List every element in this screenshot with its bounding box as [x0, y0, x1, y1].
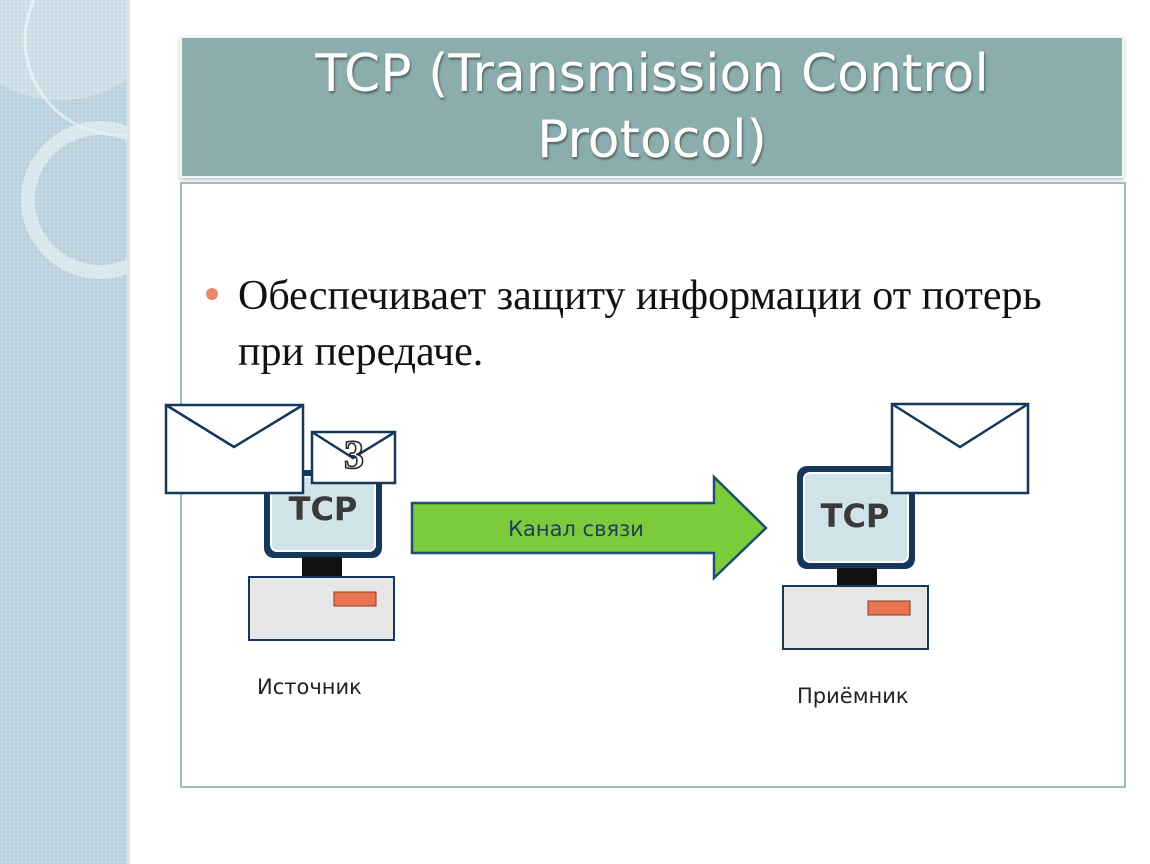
source-monitor-label: TCP [289, 490, 358, 528]
receiver-monitor-stand [837, 568, 877, 586]
source-computer: TCP [248, 470, 395, 641]
slide-title: TCP (Transmission Control Protocol) [315, 44, 989, 170]
bullet-text: Обеспечивает защиту информации от потерь… [238, 273, 1042, 375]
receiver-monitor-label: TCP [821, 497, 890, 535]
bullet-icon [206, 288, 218, 300]
source-system-unit [248, 576, 395, 641]
receiver-label: Приёмник [797, 684, 909, 708]
packet-number: 3 [344, 432, 364, 477]
source-label: Источник [257, 675, 362, 699]
arrow-shape [410, 474, 768, 581]
channel-label: Канал связи [508, 517, 644, 541]
source-led-icon [333, 591, 377, 607]
source-monitor-stand [302, 557, 342, 577]
source-envelope [164, 403, 305, 495]
receiver-envelope [890, 402, 1030, 495]
side-decoration-panel [0, 0, 130, 864]
decorative-circles [0, 0, 127, 279]
packet-envelope: 3 [310, 430, 397, 485]
receiver-computer: TCP [782, 466, 929, 650]
slide-title-bar: TCP (Transmission Control Protocol) [180, 36, 1124, 178]
receiver-led-icon [867, 600, 911, 616]
receiver-system-unit [782, 585, 929, 650]
receiver-monitor-screen [803, 472, 909, 563]
channel-arrow: Канал связи [410, 474, 768, 581]
